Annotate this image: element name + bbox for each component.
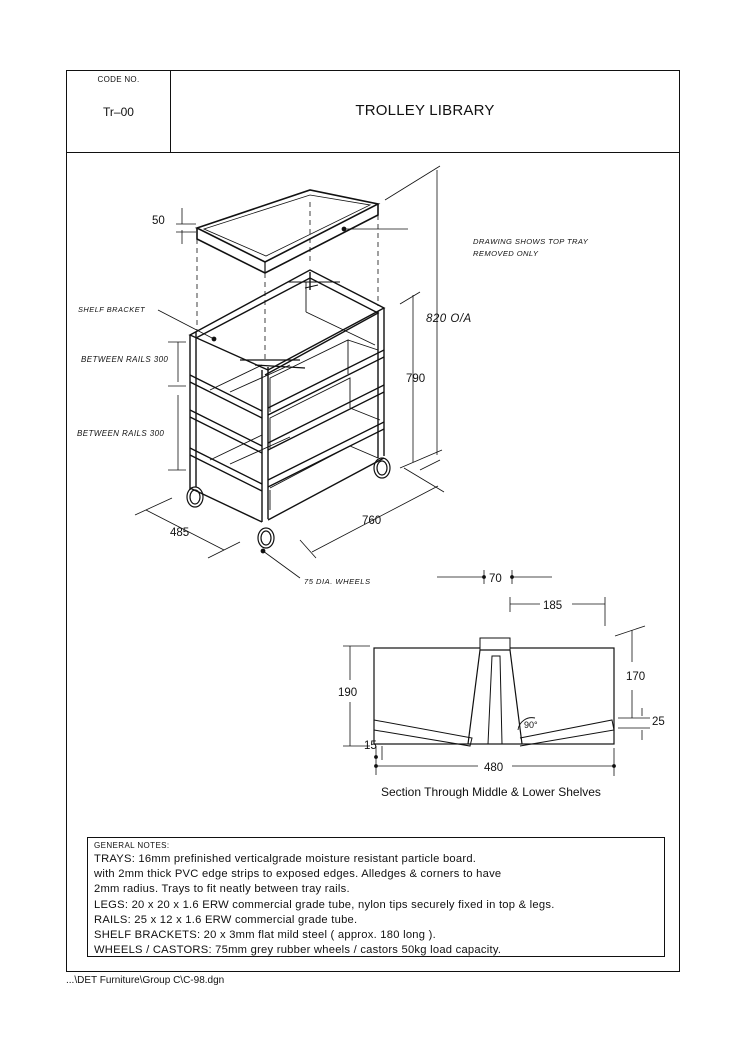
dim-height-190: 190 bbox=[338, 687, 357, 699]
dimension-lines bbox=[134, 165, 445, 559]
note-line: with 2mm thick PVC edge strips to expose… bbox=[94, 868, 502, 881]
dim-span-185: 185 bbox=[543, 600, 562, 612]
tray-note-line1: DRAWING SHOWS TOP TRAY bbox=[473, 237, 589, 246]
note-line: RAILS: 25 x 12 x 1.6 ERW commercial grad… bbox=[94, 913, 358, 926]
dim-depth: 485 bbox=[170, 527, 189, 539]
general-notes: GENERAL NOTES: TRAYS: 16mm prefinished v… bbox=[87, 837, 665, 957]
code-cell: CODE NO. Tr–00 bbox=[67, 71, 171, 152]
shelf-bracket bbox=[240, 359, 306, 369]
dim-width-480: 480 bbox=[484, 762, 503, 774]
leaders bbox=[157, 228, 408, 579]
note-line: LEGS: 20 x 20 x 1.6 ERW commercial grade… bbox=[94, 898, 555, 911]
shelf-bracket-label: SHELF BRACKET bbox=[78, 305, 145, 314]
dim-tilt-25: 25 bbox=[652, 716, 665, 728]
title-block: CODE NO. Tr–00 TROLLEY LIBRARY bbox=[67, 71, 679, 153]
wheels-label: 75 DIA. WHEELS bbox=[304, 577, 371, 586]
dim-length: 760 bbox=[362, 515, 381, 527]
dim-frame-height: 790 bbox=[406, 373, 425, 385]
section-view bbox=[343, 570, 650, 776]
wheels bbox=[186, 226, 391, 554]
dim-offset-15: 15 bbox=[364, 740, 377, 752]
notes-title: GENERAL NOTES: bbox=[94, 841, 170, 850]
file-path-footer: ...\DET Furniture\Group C\C-98.dgn bbox=[66, 975, 225, 986]
trolley-frame bbox=[188, 269, 386, 523]
note-line: 2mm radius. Trays to fit neatly between … bbox=[94, 883, 350, 896]
between-rails-label-1: BETWEEN RAILS 300 bbox=[81, 355, 168, 364]
dim-post-width: 70 bbox=[489, 573, 502, 585]
trolley-isometric bbox=[134, 165, 445, 579]
section-dimensions bbox=[343, 570, 650, 776]
note-line: TRAYS: 16mm prefinished verticalgrade mo… bbox=[94, 853, 477, 865]
dim-angle: 90° bbox=[524, 720, 538, 730]
tray-note-line2: REMOVED ONLY bbox=[473, 249, 539, 258]
note-line: SHELF BRACKETS: 20 x 3mm flat mild steel… bbox=[94, 929, 436, 942]
code-value: Tr–00 bbox=[103, 105, 134, 119]
drawing-title: TROLLEY LIBRARY bbox=[355, 102, 495, 119]
top-tray bbox=[194, 189, 381, 274]
inner-shelves bbox=[209, 281, 381, 510]
dim-tray-thickness: 50 bbox=[152, 215, 165, 227]
between-rails-label-2: BETWEEN RAILS 300 bbox=[77, 429, 164, 438]
drawing-sheet: CODE NO. Tr–00 TROLLEY LIBRARY GENERAL N… bbox=[66, 70, 680, 972]
dim-height-170: 170 bbox=[626, 671, 645, 683]
note-line: WHEELS / CASTORS: 75mm grey rubber wheel… bbox=[94, 944, 502, 957]
code-label: CODE NO. bbox=[97, 75, 140, 84]
section-caption: Section Through Middle & Lower Shelves bbox=[381, 785, 601, 799]
hidden-lines bbox=[196, 202, 379, 362]
dim-overall-height: 820 O/A bbox=[426, 313, 472, 325]
